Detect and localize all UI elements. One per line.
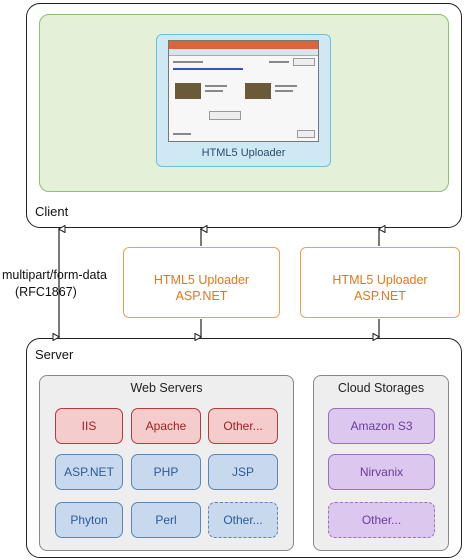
client-label: Client xyxy=(35,204,69,219)
cloud-storage-other: Other... xyxy=(328,502,435,538)
aspnet-uploader-box-2-title: HTML5 Uploader xyxy=(332,273,428,287)
cloud-storage-amazon-s3: Amazon S3 xyxy=(328,408,435,444)
server-label: Server xyxy=(35,347,74,362)
cloud-storage-nirvanix: Nirvanix xyxy=(328,454,435,490)
aspnet-uploader-box-1-title: HTML5 Uploader xyxy=(153,273,250,287)
web-server-apache: Apache xyxy=(131,408,201,444)
web-platform-jsp: JSP xyxy=(208,454,278,490)
web-servers-label: Web Servers xyxy=(130,381,203,395)
web-server-other: Other... xyxy=(208,408,278,444)
web-platform-php: PHP xyxy=(131,454,201,490)
uploader-screenshot xyxy=(168,40,319,142)
web-platform-aspnet: ASP.NET xyxy=(55,454,123,490)
web-platform-phyton: Phyton xyxy=(55,502,123,538)
aspnet-uploader-box-1: HTML5 Uploader ASP.NET xyxy=(123,247,280,318)
aspnet-uploader-box-2-subtitle: ASP.NET xyxy=(354,289,406,303)
web-server-iis: IIS xyxy=(55,408,123,444)
web-platform-other: Other... xyxy=(208,502,278,538)
aspnet-uploader-box-1-subtitle: ASP.NET xyxy=(175,289,228,303)
web-platform-perl: Perl xyxy=(131,502,201,538)
uploader-label: HTML5 Uploader xyxy=(201,147,286,159)
aspnet-uploader-box-2: HTML5 Uploader ASP.NET xyxy=(300,247,460,318)
cloud-storages-label: Cloud Storages xyxy=(337,381,425,395)
